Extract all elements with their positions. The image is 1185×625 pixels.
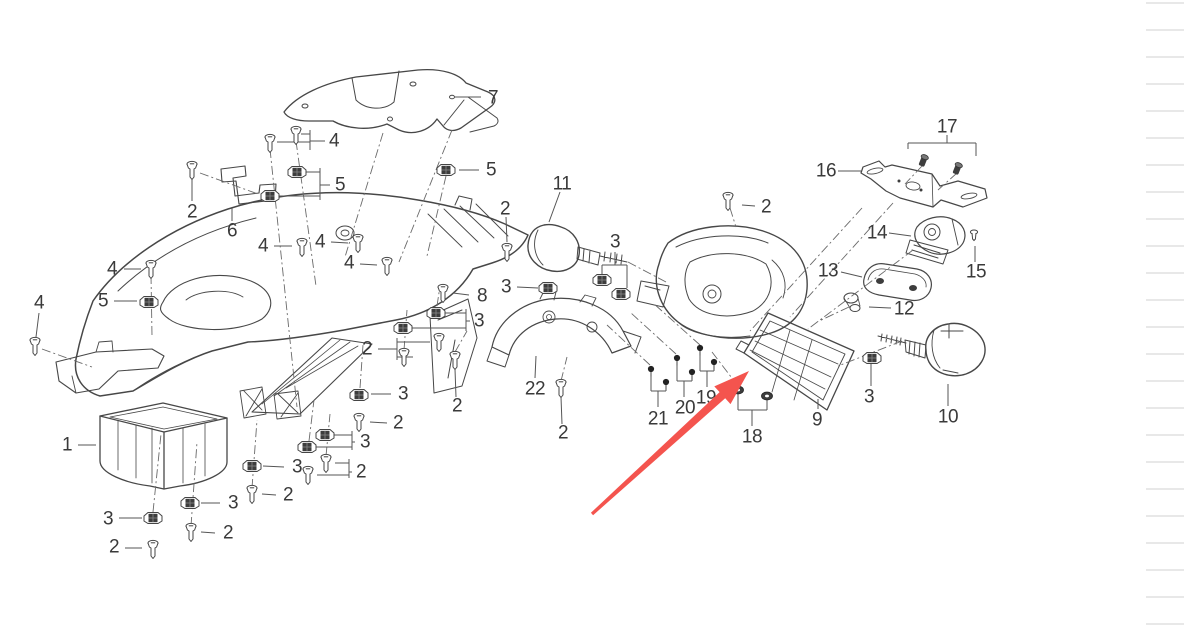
clip-fastener-icon <box>242 460 262 472</box>
clip-fastener-icon <box>180 497 200 509</box>
clip-fastener-icon <box>297 441 317 453</box>
part-22-inner-fender-arch <box>486 290 642 368</box>
screw-fastener-icon <box>302 465 314 485</box>
bolt-fastener-icon <box>951 161 964 176</box>
screw-fastener-icon <box>555 378 567 398</box>
rivet-fastener-icon <box>647 365 655 377</box>
part-14-license-light <box>905 216 966 265</box>
screw-fastener-icon <box>296 237 308 257</box>
part-9-license-bracket-grate <box>735 312 855 411</box>
screw-fastener-icon <box>186 160 198 180</box>
screw-fastener-icon <box>381 256 393 276</box>
rivet-fastener-icon <box>688 368 696 380</box>
label-leader-lines <box>35 96 977 549</box>
clip-fastener-icon <box>315 429 335 441</box>
rivet-fastener-icon <box>673 354 681 366</box>
clip-fastener-icon <box>393 322 413 334</box>
clip-fastener-icon <box>436 164 456 176</box>
right-edge-ruled-lines <box>1146 2 1184 625</box>
part-16-plate-bracket <box>860 160 988 208</box>
part-11-turn-signal-left <box>527 223 628 273</box>
tail-light-housing <box>636 225 808 339</box>
clip-fastener-icon <box>862 352 882 364</box>
part-7-carrier-bracket <box>283 68 499 134</box>
screw-fastener-icon <box>185 522 197 542</box>
clip-fastener-icon <box>538 282 558 294</box>
nut-fastener-icon <box>761 391 773 401</box>
screw-fastener-icon <box>352 233 364 253</box>
part-6-bracket <box>220 165 277 205</box>
screw-fastener-icon <box>437 283 449 303</box>
screw-small-fastener-icon <box>969 229 979 241</box>
screw-fastener-icon <box>433 332 445 352</box>
part-13-reflector-plate <box>863 263 932 302</box>
part-1-storage-box <box>99 402 228 490</box>
screw-fastener-icon <box>353 412 365 432</box>
clip-fastener-icon <box>592 274 612 286</box>
left-support-arm <box>55 340 165 394</box>
screw-fastener-icon <box>246 484 258 504</box>
screw-fastener-icon <box>264 133 276 153</box>
rivet-fastener-icon <box>696 344 704 356</box>
clip-fastener-icon <box>611 288 631 300</box>
rivet-fastener-icon <box>710 358 718 370</box>
screw-fastener-icon <box>320 453 332 473</box>
clip-fastener-icon <box>139 296 159 308</box>
part-10-turn-signal-right <box>877 322 986 377</box>
screw-fastener-icon <box>722 191 734 211</box>
nut-fastener-icon <box>732 385 744 395</box>
clip-fastener-icon <box>426 307 446 319</box>
screw-fastener-icon <box>29 336 41 356</box>
bolt-fastener-icon <box>917 153 930 168</box>
clip-fastener-icon <box>260 190 280 202</box>
clip-fastener-icon <box>287 166 307 178</box>
screw-fastener-icon <box>145 259 157 279</box>
screw-fastener-icon <box>147 539 159 559</box>
clip-fastener-icon <box>143 512 163 524</box>
part-12-rubber-bushing <box>843 292 861 312</box>
rivet-fastener-icon <box>662 378 670 390</box>
clip-fastener-icon <box>349 389 369 401</box>
